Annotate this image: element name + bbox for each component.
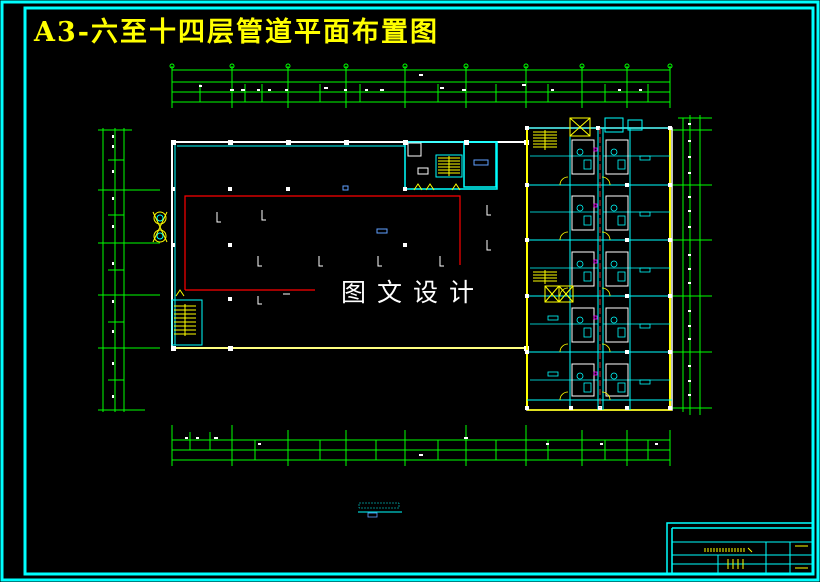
main-hall-columns bbox=[171, 140, 529, 351]
elevator-icon bbox=[544, 117, 643, 303]
right-wing-stair-icon bbox=[533, 130, 557, 284]
bottom-dimension-lines bbox=[171, 425, 671, 466]
pipe-route-red bbox=[184, 195, 461, 291]
watermark-text: 图文设计 bbox=[341, 278, 486, 307]
right-dimension-ticks bbox=[688, 123, 691, 396]
right-dimension-lines bbox=[672, 115, 712, 415]
left-dimension-lines bbox=[98, 128, 160, 412]
caption-mark bbox=[367, 512, 378, 518]
door-swing-icons bbox=[413, 183, 461, 191]
stair-hatch-icon-lower bbox=[171, 289, 203, 346]
drawing-title: A3-六至十四层管道平面布置图 bbox=[34, 17, 439, 48]
top-dimension-lines bbox=[171, 66, 671, 108]
bottom-dimension-ticks bbox=[185, 437, 658, 456]
caption-text-block bbox=[358, 502, 400, 509]
hall-equipment bbox=[342, 185, 388, 234]
left-equipment-icon bbox=[152, 211, 168, 243]
right-wing-columns bbox=[525, 126, 672, 410]
main-hall-walls bbox=[171, 141, 528, 349]
pipe-risers bbox=[593, 147, 598, 376]
pipe-fittings bbox=[216, 205, 491, 305]
room-window-marks bbox=[547, 155, 651, 385]
top-dimension-ticks bbox=[199, 74, 642, 91]
bathroom-units bbox=[571, 139, 629, 397]
left-dimension-ticks bbox=[112, 135, 114, 398]
top-axis-bubbles bbox=[169, 63, 673, 69]
stair-hatch-icon bbox=[407, 142, 489, 178]
title-block bbox=[666, 522, 814, 575]
bathroom-fixtures bbox=[576, 148, 626, 393]
